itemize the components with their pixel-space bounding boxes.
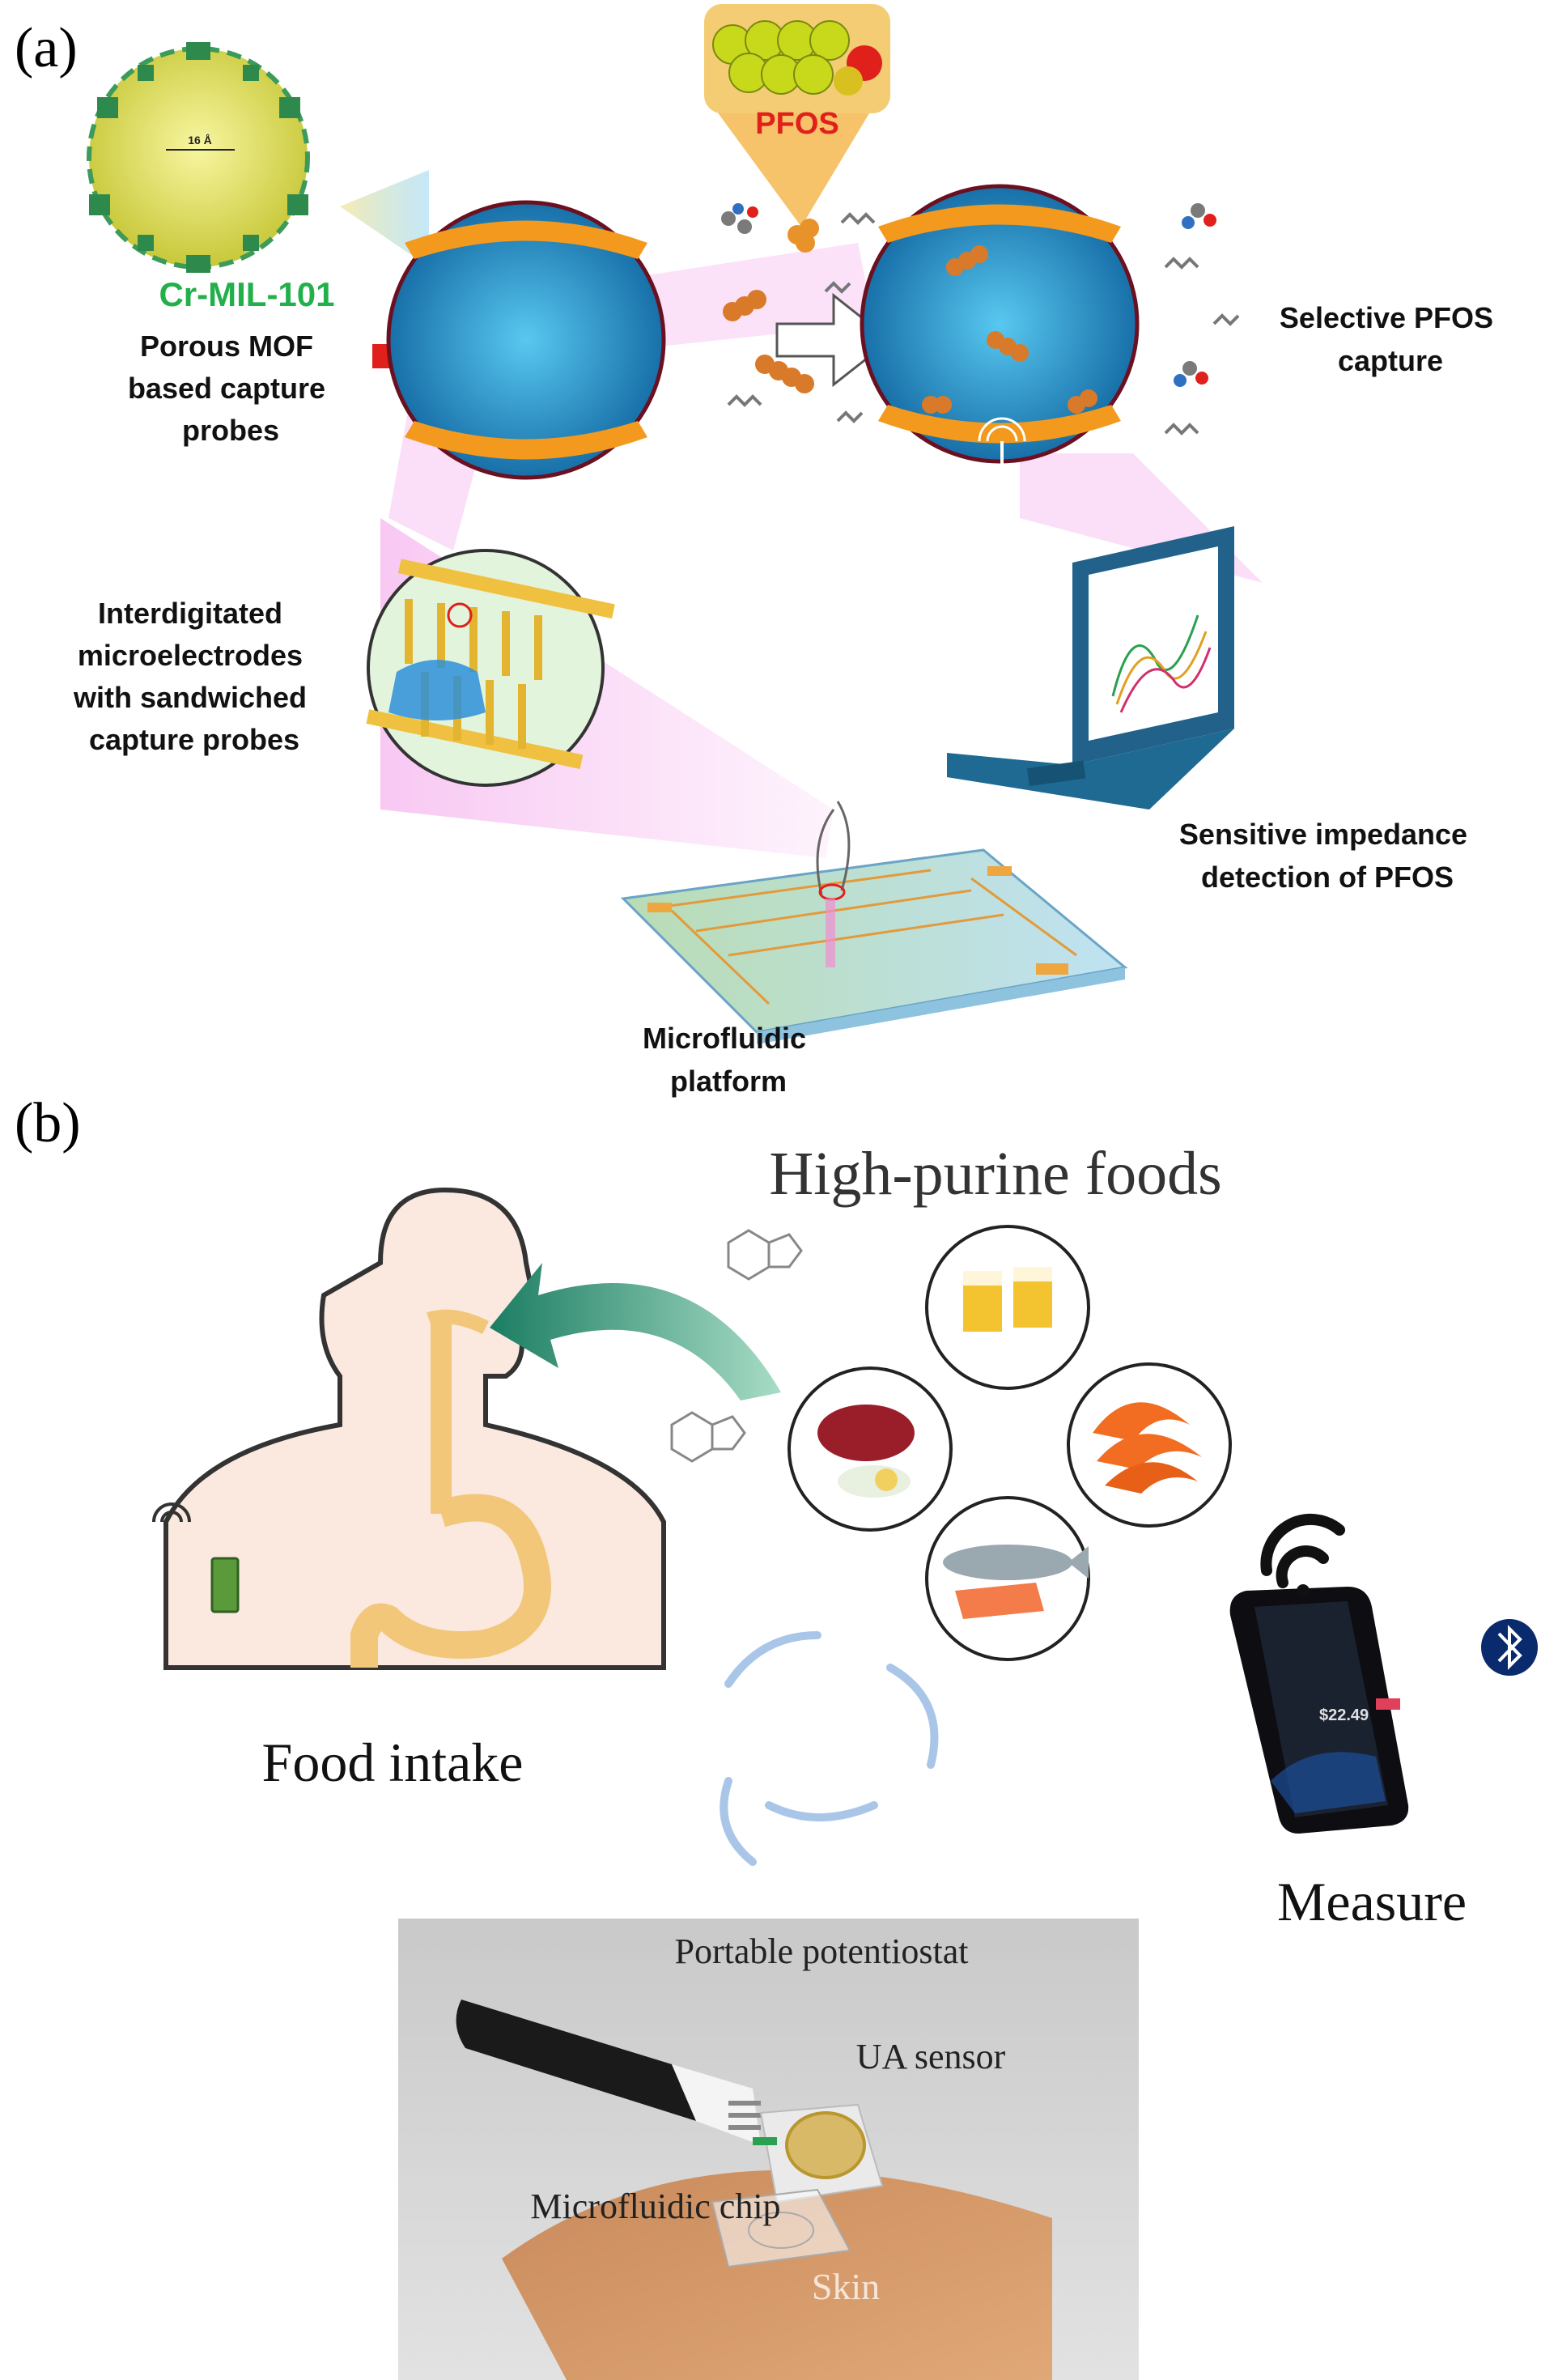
skin-patch	[210, 1557, 240, 1613]
human-body	[152, 1187, 666, 1670]
device-photo	[398, 1919, 1139, 2380]
panel-b: (b) High-purine foods Food intake	[15, 1092, 1538, 2380]
molecules-right	[1164, 203, 1240, 436]
probe-circle-left	[386, 200, 666, 480]
food-fish	[925, 1496, 1090, 1661]
mof-cage: 16 Å	[87, 42, 310, 273]
selective-caption: Selective PFOS capture	[1280, 301, 1501, 377]
pfos-tag: PFOS	[755, 107, 838, 141]
panel-a: (a) 16 Å Cr-MIL-101	[15, 4, 1501, 1098]
mof-name-label: Cr-MIL-101	[159, 275, 334, 313]
intake-arrow	[490, 1263, 781, 1400]
microfluidic-chip	[620, 801, 1128, 1044]
cycle-arrows	[720, 1631, 939, 1866]
smartphone: $22.49	[1229, 1587, 1409, 1834]
ua-sensor-label: UA sensor	[856, 2037, 1006, 2076]
electrode-caption: Interdigitated microelectrodes with sand…	[73, 597, 315, 756]
molecules-middle	[721, 203, 876, 423]
food-meat	[787, 1366, 953, 1532]
mof-sphere	[87, 46, 310, 270]
panel-b-label: (b)	[15, 1092, 81, 1154]
impedance-caption: Sensitive impedance detection of PFOS	[1179, 818, 1475, 894]
skin-label: Skin	[812, 2266, 880, 2307]
chip-label: Microfluidic chip	[530, 2187, 780, 2226]
pore-size-label: 16 Å	[188, 134, 212, 147]
measure-label: Measure	[1277, 1871, 1467, 1932]
microfluidic-caption: Microfluidic platform	[643, 1022, 814, 1098]
purine-structure-2	[670, 1411, 746, 1463]
probe-circle-right	[860, 184, 1140, 465]
wifi-icon	[1260, 1513, 1345, 1597]
phone-value: $22.49	[1319, 1706, 1369, 1724]
food-intake-label: Food intake	[262, 1732, 524, 1793]
purine-structure-1	[727, 1229, 803, 1281]
bluetooth-icon	[1481, 1619, 1538, 1676]
panel-a-label: (a)	[15, 17, 78, 79]
potentiostat-label: Portable potentiostat	[675, 1932, 969, 1971]
pfos-callout: PFOS	[704, 4, 890, 227]
laptop	[947, 526, 1234, 810]
food-shrimp	[1067, 1362, 1232, 1528]
electrode-circle	[366, 549, 615, 787]
food-beer	[925, 1225, 1090, 1390]
mof-probe-caption: Porous MOF based capture probes	[128, 329, 333, 447]
panel-b-title: High-purine foods	[769, 1140, 1221, 1208]
